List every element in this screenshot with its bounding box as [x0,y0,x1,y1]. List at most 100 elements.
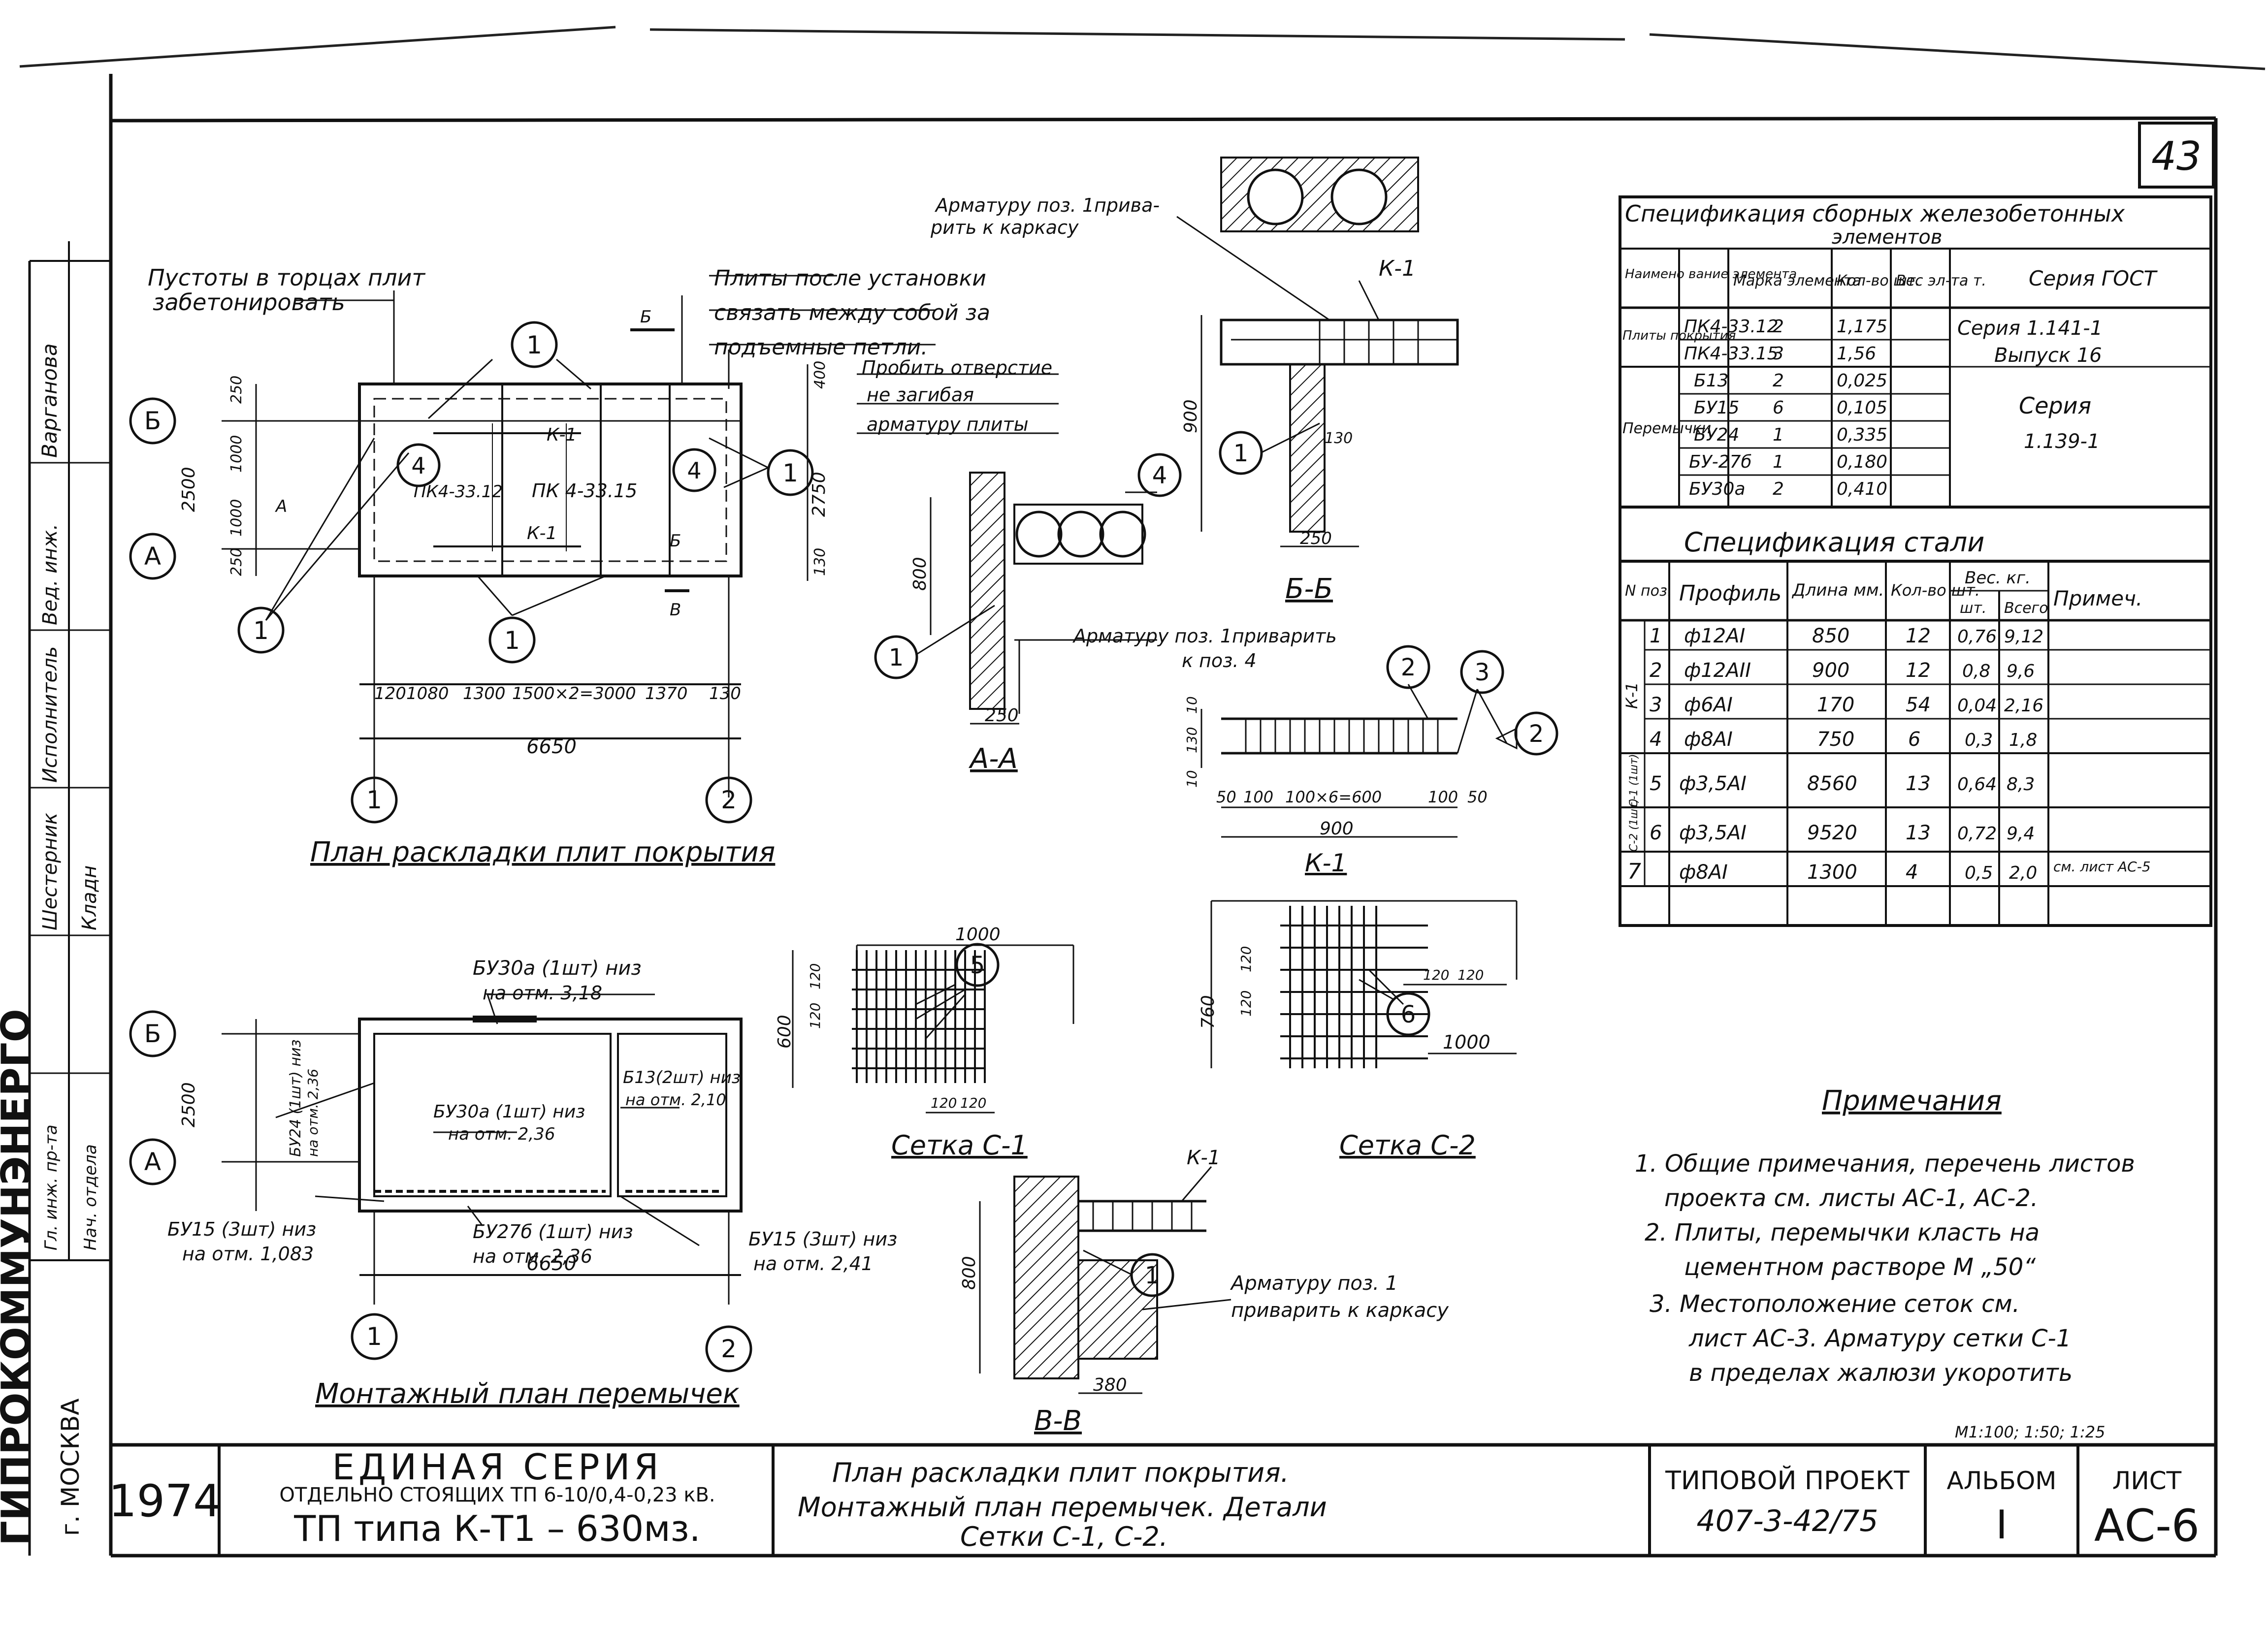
steel-r4-pos: 4 [1650,728,1662,751]
cage-label-top: К-1 [547,425,577,445]
stamp-city: г. МОСКВА [56,1399,85,1536]
section-vv-callout-1: 1 [1145,1262,1160,1289]
section-aa-label-1: Арматуру поз. 1приварить [1072,625,1337,647]
spec-row-7-mark: БУ30а [1689,479,1746,499]
cage-k1-callout-3: 3 [1475,659,1490,686]
steel-r4-t: 1,8 [2009,730,2037,750]
spec-row-4-qty: 6 [1773,398,1784,418]
cage-k1-dim-v-1: 10 [1184,770,1200,788]
notes-scale: М1:100; 1:50; 1:25 [1955,1423,2105,1441]
section-aa-text: А-А Арматуру поз. 1приварить к поз. 4 80… [889,462,1337,775]
plan-lintels [129,993,752,1373]
side-stamp: ГИПРОКОММУНЭНЕРГО г. МОСКВА Гл. инж. пр-… [0,241,111,1556]
spec-group-slabs: Плиты покрытия [1622,328,1736,343]
steel-r2-t: 9,6 [2007,661,2035,681]
stamp-org: ГИПРОКОММУНЭНЕРГО [0,1009,39,1546]
plan-slabs-text: План раскладки плит покрытия Пустоты в т… [144,264,1052,868]
bu27-label: БУ27б (1шт) низ [473,1221,633,1243]
steel-r1-w: 0,76 [1957,627,1997,647]
steel-r1-pos: 1 [1650,625,1662,647]
spec-row-1-mark: ПК4-33.12 [1684,317,1779,337]
steel-r5-pos: 5 [1650,772,1662,795]
slab-label-a: ПК4-33.12 [414,482,503,502]
note-hole-1: Пробить отверстие [862,357,1052,379]
tb-year: 1974 [108,1475,221,1527]
notes: Примечания 1. Общие примечания, перечень… [1635,1085,2135,1441]
spec-steel-sub-2: Всего [2004,600,2048,617]
plan-lintels-text: Монтажный план перемычек БУ30а (1шт) низ… [144,957,897,1410]
spec-steel-group-c2: С-2 (1шт) [1628,798,1640,852]
steel-r7-t: 2,0 [2009,863,2037,883]
steel-r6-len: 9520 [1807,822,1857,844]
notes-title: Примечания [1822,1085,2002,1117]
mesh-c1-dim-v-1: 120 [807,963,823,990]
section-bb-callout-1: 1 [1233,440,1249,467]
tb-desc-2: Монтажный план перемычек. Детали [798,1492,1327,1523]
note-hole-2: не загибая [867,384,974,406]
dim-130: 130 [811,548,829,576]
plan-lintels-title: Монтажный план перемычек [315,1378,740,1410]
spec-row-4-mark: БУ15 [1694,398,1739,418]
bu15-right-label: БУ15 (3шт) низ [748,1228,897,1250]
spec-row-5-qty: 1 [1773,425,1784,445]
dim-v-1: 250 [228,376,245,404]
plan-slabs-title: План раскладки плит покрытия [310,836,775,868]
steel-r2-len: 900 [1812,659,1849,682]
section-aa-dim-250: 250 [985,705,1019,726]
steel-r5-qty: 13 [1906,772,1931,795]
bu27-mark: на отм. 2,36 [473,1245,592,1267]
section-vv-title: В-В [1034,1405,1082,1437]
bu30-mid-mark: на отм. 2,36 [448,1124,555,1144]
mesh-c1-callout-5: 5 [970,952,985,979]
section-bb-dim-250: 250 [1300,529,1332,548]
sec-b-mark-2: Б [670,531,681,551]
spec-row-2-qty: 3 [1773,344,1784,364]
callout-4-left: 4 [411,452,425,479]
cage-k1-callout-2: 2 [1401,654,1416,681]
spec-precast-text: Спецификация сборных железобетонных элем… [1622,200,2158,499]
mesh-c2-title: Сетка С-2 [1339,1130,1476,1161]
section-vv-label-2: приварить к каркасу [1231,1299,1449,1322]
spec-steel-h3: Длина мм. [1791,580,1884,600]
axis-a-label: А [144,542,161,571]
bu30-top-mark: на отм. 3,18 [483,982,602,1004]
spec-steel-group-c1: С-1 (1шт) [1628,754,1640,807]
cage-k1-dim-1: 50 [1216,788,1236,806]
spec-steel-table [1619,507,2212,927]
notes-line-7: в пределах жалюзи укоротить [1689,1359,2073,1387]
bu15-left-mark: на отм. 1,083 [182,1243,314,1265]
dim-h-2: 1080 [406,684,449,703]
spec-precast-title-2: элементов [1832,226,1942,249]
plan-lintels-dim-2500: 2500 [179,1082,199,1127]
notes-line-2: проекта см. листы АС-1, АС-2. [1664,1184,2038,1212]
stamp-role-2: Нач. отдела [81,1144,100,1250]
section-vv-label-1: Арматуру поз. 1 [1230,1272,1398,1295]
title-block [111,1443,2216,1556]
steel-r2-qty: 12 [1906,659,1931,682]
steel-r5-len: 8560 [1807,772,1857,795]
steel-r3-w: 0,04 [1957,696,1997,716]
mesh-c2-dim-v-2: 120 [1238,990,1254,1017]
plan-lintels-dim-6650: 6650 [526,1252,577,1275]
steel-r3-qty: 54 [1906,694,1931,716]
section-bb-dim-900: 900 [1181,399,1201,433]
b13-label: Б13(2шт) низ [623,1068,741,1087]
spec-row-6-mark: БУ-27б [1689,452,1752,472]
section-bb-label-2: рить к каркасу [930,217,1079,238]
spec-precast-h4: Вес эл-та т. [1896,272,1986,289]
drawing-frame [109,74,2218,1558]
cage-k1-text: К-1 50 100 100×6=600 100 50 900 10 130 1… [1184,654,1544,877]
steel-r4-len: 750 [1817,728,1854,751]
scan-edge-lines [19,26,2266,70]
steel-r1-t: 9,12 [2004,627,2043,647]
dim-v-2: 1000 [228,435,245,473]
section-bb-label-1: Арматуру поз. 1прива- [934,194,1160,216]
steel-r6-prof: ф3,5АI [1679,822,1747,844]
section-bb-cage: К-1 [1379,256,1416,281]
spec-row-4-wt: 0,105 [1837,398,1887,418]
steel-r4-prof: ф8АI [1684,728,1733,751]
steel-r7-w: 0,5 [1965,863,1993,883]
mesh-c2-dim-h-2: 120 [1458,967,1484,983]
steel-r2-pos: 2 [1650,659,1662,682]
